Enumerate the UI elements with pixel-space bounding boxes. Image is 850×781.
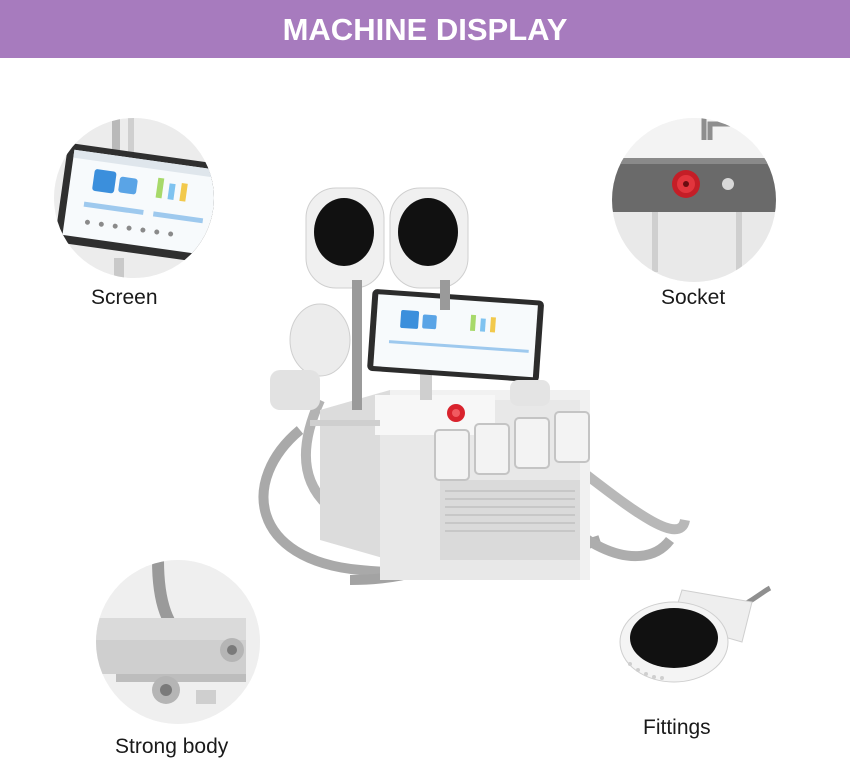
feature-label-socket: Socket: [661, 286, 726, 309]
machine-illustration: [240, 180, 690, 605]
feature-label-fittings: Fittings: [643, 716, 711, 739]
header-banner: MACHINE DISPLAY: [0, 0, 850, 58]
screen-closeup-image: [54, 118, 214, 278]
feature-label-screen: Screen: [91, 286, 158, 309]
socket-closeup-image: [612, 118, 776, 282]
wheel-base-closeup-image: [96, 560, 260, 724]
feature-label-strong-body: Strong body: [115, 735, 229, 758]
page-title: MACHINE DISPLAY: [282, 12, 568, 47]
fittings-handpiece-image: [612, 582, 772, 707]
